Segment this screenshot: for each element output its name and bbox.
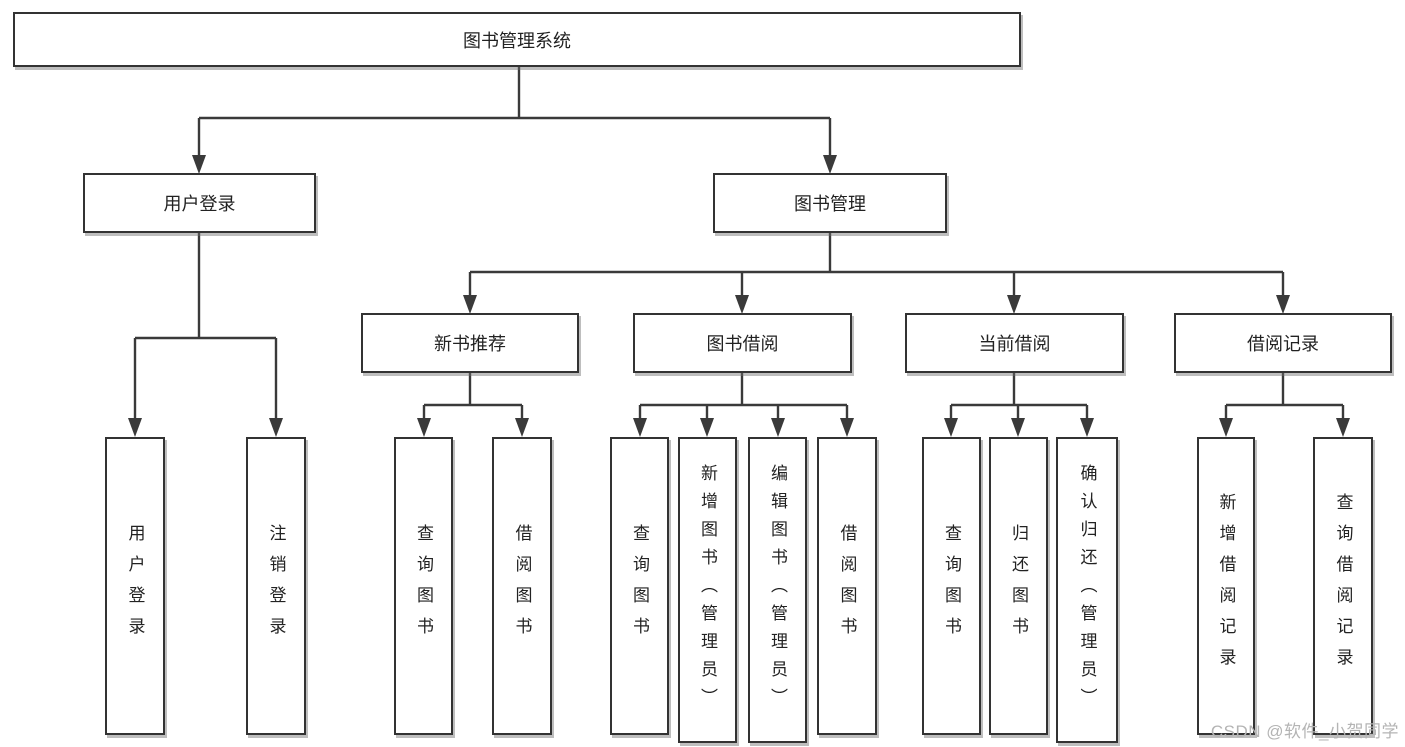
- arrowhead-icon: [700, 418, 714, 437]
- arrowhead-icon: [735, 295, 749, 314]
- node-label: 新书推荐: [434, 334, 506, 354]
- arrowhead-icon: [823, 155, 837, 174]
- node-current-borrowing: 当前借阅: [905, 313, 1124, 373]
- node-label: 当前借阅: [978, 334, 1051, 354]
- node-new-book-recommendation: 新书推荐: [361, 313, 579, 373]
- connector-path: [133, 233, 278, 421]
- connector-path: [638, 373, 849, 421]
- arrowhead-icon: [1219, 418, 1233, 437]
- leaf-query-borrow-record: 查询借阅记录: [1313, 437, 1373, 735]
- leaf-query-books: 查询图书: [922, 437, 981, 735]
- arrowhead-icon: [515, 418, 529, 437]
- leaf-label: 新增图书（管理员）: [698, 464, 717, 716]
- connector-path: [197, 67, 832, 157]
- arrowhead-icon: [1276, 295, 1290, 314]
- leaf-query-books: 查询图书: [610, 437, 669, 735]
- node-library-management-system: 图书管理系统: [13, 12, 1021, 67]
- leaf-label: 注销登录: [266, 524, 286, 648]
- leaf-user-login: 用户登录: [105, 437, 165, 735]
- leaf-label: 用户登录: [125, 524, 145, 648]
- arrowhead-icon: [1080, 418, 1094, 437]
- leaf-return-books: 归还图书: [989, 437, 1048, 735]
- node-label: 图书借阅: [706, 334, 779, 354]
- node-label: 借阅记录: [1247, 334, 1319, 354]
- leaf-borrow-books: 借阅图书: [817, 437, 877, 735]
- node-label: 图书管理: [794, 194, 866, 214]
- leaf-label: 归还图书: [1009, 524, 1028, 648]
- node-label: 用户登录: [163, 194, 236, 214]
- arrowhead-icon: [1011, 418, 1025, 437]
- node-book-borrowing: 图书借阅: [633, 313, 852, 373]
- arrowhead-icon: [1336, 418, 1350, 437]
- node-borrowing-records: 借阅记录: [1174, 313, 1392, 373]
- node-label: 图书管理系统: [463, 30, 571, 51]
- arrowhead-icon: [840, 418, 854, 437]
- arrowhead-icon: [463, 295, 477, 314]
- leaf-logout: 注销登录: [246, 437, 306, 735]
- leaf-query-books: 查询图书: [394, 437, 453, 735]
- leaf-label: 编辑图书（管理员）: [768, 464, 787, 716]
- arrowhead-icon: [633, 418, 647, 437]
- node-book-management: 图书管理: [713, 173, 947, 233]
- arrowhead-icon: [944, 418, 958, 437]
- leaf-label: 借阅图书: [837, 524, 857, 648]
- leaf-label: 新增借阅记录: [1216, 493, 1236, 679]
- connector-path: [949, 373, 1089, 421]
- node-user-login: 用户登录: [83, 173, 316, 233]
- arrowhead-icon: [1007, 295, 1021, 314]
- leaf-borrow-books: 借阅图书: [492, 437, 552, 735]
- leaf-label: 借阅图书: [512, 524, 532, 648]
- leaf-label: 确认归还（管理员）: [1077, 464, 1097, 716]
- connector-path: [468, 233, 1285, 297]
- leaf-label: 查询图书: [942, 524, 961, 648]
- leaf-label: 查询借阅记录: [1333, 493, 1353, 679]
- connector-path: [1224, 373, 1345, 421]
- leaf-confirm-return-admin: 确认归还（管理员）: [1056, 437, 1118, 743]
- arrowhead-icon: [771, 418, 785, 437]
- leaf-add-borrow-record: 新增借阅记录: [1197, 437, 1255, 735]
- leaf-label: 查询图书: [630, 524, 649, 648]
- arrowhead-icon: [417, 418, 431, 437]
- csdn-watermark: CSDN @软件_小贺同学: [1210, 722, 1399, 741]
- leaf-edit-books-admin: 编辑图书（管理员）: [748, 437, 807, 743]
- arrowhead-icon: [269, 418, 283, 437]
- arrowhead-icon: [128, 418, 142, 437]
- connector-path: [422, 373, 524, 421]
- leaf-add-books-admin: 新增图书（管理员）: [678, 437, 737, 743]
- leaf-label: 查询图书: [414, 524, 433, 648]
- arrowhead-icon: [192, 155, 206, 174]
